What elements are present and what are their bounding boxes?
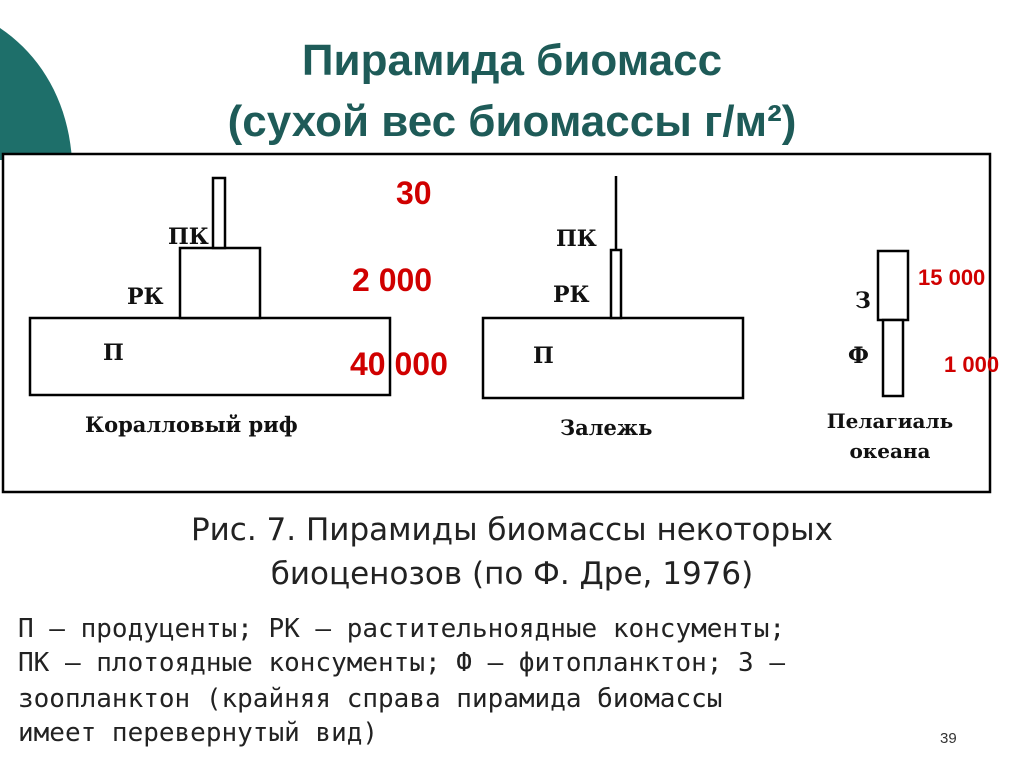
legend-line3: зоопланктон (крайняя справа пирамида био…: [18, 684, 723, 714]
level-p-box: [481, 316, 745, 400]
value-z: 15 000: [918, 265, 985, 290]
decorative-arc: [0, 28, 72, 160]
pyramid-name-line2: океана: [849, 439, 930, 463]
legend-line4: имеет перевернутый вид): [18, 718, 379, 748]
label-rk: РК: [127, 284, 164, 310]
pyramid-name: Залежь: [560, 415, 652, 440]
level-rk-box: [178, 246, 262, 320]
value-f: 1 000: [944, 352, 999, 377]
value-p: 40 000: [350, 346, 448, 382]
level-pk-box: [211, 176, 227, 250]
level-rk-box: [609, 248, 623, 320]
label-p: П: [103, 340, 124, 366]
pyramid-fallow: ПК РК П Залежь: [481, 176, 745, 440]
level-f-box: [881, 318, 905, 398]
legend-line2: ПК – плотоядные консументы; Ф – фитоплан…: [18, 648, 786, 678]
pyramid-coral-reef: ПК РК П Коралловый риф 30 2 000 40 000: [28, 175, 448, 437]
label-pk: ПК: [556, 226, 597, 252]
biomass-pyramids-figure: ПК РК П Коралловый риф 30 2 000 40 000 П…: [1, 152, 999, 494]
label-p: П: [533, 343, 554, 369]
pyramid-pelagic-ocean: З Ф Пелагиаль океана 15 000 1 000: [827, 249, 999, 463]
label-z: З: [855, 288, 871, 314]
teal-arc-shape: [0, 28, 72, 160]
value-rk: 2 000: [352, 262, 432, 298]
figure-caption-line1: Рис. 7. Пирамиды биомассы некоторых: [190, 512, 834, 548]
value-pk: 30: [396, 175, 432, 211]
level-z-box: [876, 249, 910, 322]
label-rk: РК: [553, 282, 590, 308]
slide-title: Пирамида биомасс: [301, 36, 723, 85]
page-number: 39: [940, 730, 957, 747]
label-pk: ПК: [168, 224, 209, 250]
level-p-box: [28, 316, 392, 397]
figure-caption-line2: биоценозов (по Ф. Дре, 1976): [270, 556, 754, 592]
pyramid-name: Коралловый риф: [85, 412, 298, 437]
label-f: Ф: [848, 343, 869, 369]
pyramid-name-line1: Пелагиаль: [827, 409, 953, 433]
legend-line1: П – продуценты; РК – растительноядные ко…: [18, 614, 786, 644]
slide-subtitle: (сухой вес биомассы г/м²): [227, 97, 797, 146]
